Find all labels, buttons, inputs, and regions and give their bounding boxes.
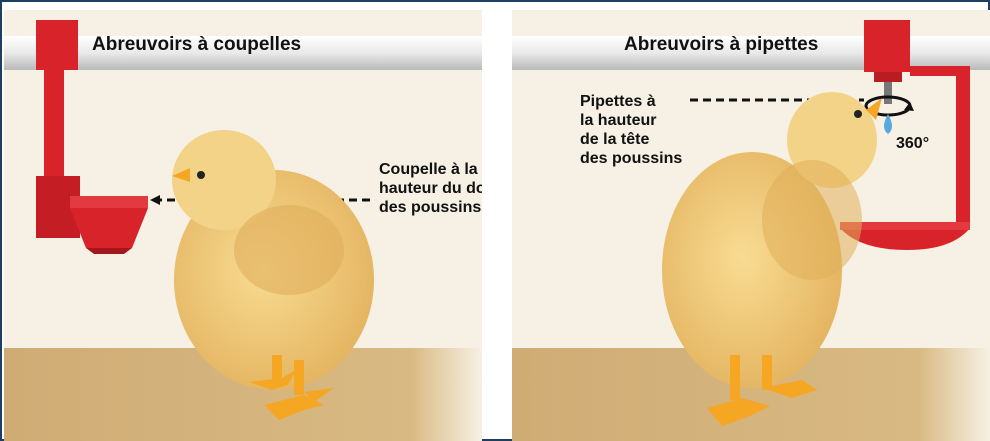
nipple-drinker-panel: Abreuvoirs à pipettes Pipettes à la haut… (512, 10, 990, 441)
cup-drinker-panel: Abreuvoirs à coupelles Coupelle à la hau… (4, 10, 482, 441)
annotation-line: de la tête (580, 130, 682, 149)
rotation-label: 360° (896, 134, 929, 153)
annotation-line: la hauteur (580, 111, 682, 130)
annotation-line: hauteur du dos (379, 179, 482, 198)
panel-title: Abreuvoirs à coupelles (92, 34, 301, 56)
arrow-head (150, 195, 160, 205)
cup-drinker-scene (4, 10, 482, 441)
annotation-line: Coupelle à la (379, 160, 482, 179)
annotation-text: Coupelle à la hauteur du dos des poussin… (379, 160, 482, 217)
panel-title: Abreuvoirs à pipettes (624, 34, 818, 56)
annotation-text: Pipettes à la hauteur de la tête des pou… (580, 92, 682, 168)
annotation-line: des poussins (379, 198, 482, 217)
annotation-line: Pipettes à (580, 92, 682, 111)
annotation-line: des poussins (580, 149, 682, 168)
nipple-drinker-scene (512, 10, 990, 441)
water-drop-icon (884, 114, 892, 134)
